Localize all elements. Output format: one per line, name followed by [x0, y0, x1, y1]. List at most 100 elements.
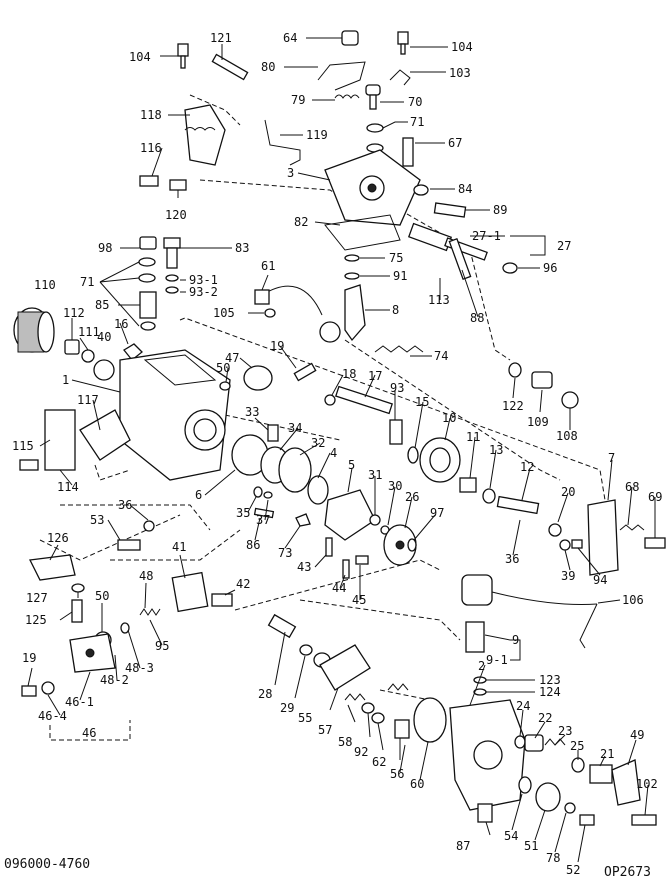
callout-7: 7 — [608, 451, 615, 465]
callout-93-1: 93-1 — [189, 273, 218, 287]
callout-12: 12 — [520, 460, 534, 474]
callout-127: 127 — [26, 591, 48, 605]
callout-6: 6 — [195, 488, 202, 502]
parts-artwork — [13, 30, 666, 826]
callout-32: 32 — [311, 436, 325, 450]
callout-18: 18 — [342, 367, 356, 381]
callout-2: 2 — [478, 659, 485, 673]
callout-75: 75 — [389, 251, 403, 265]
callout-31: 31 — [368, 468, 382, 482]
callout-87: 87 — [456, 839, 470, 853]
callout-21: 21 — [600, 747, 614, 761]
callout-46-1: 46-1 — [65, 695, 94, 709]
callout-79: 79 — [291, 93, 305, 107]
callout-80: 80 — [261, 60, 275, 74]
callout-50-a: 50 — [216, 361, 230, 375]
callout-48: 48 — [139, 569, 153, 583]
callout-119: 119 — [306, 128, 328, 142]
callout-51: 51 — [524, 839, 538, 853]
callout-35: 35 — [236, 506, 250, 520]
callout-47: 47 — [225, 351, 239, 365]
callout-19-b: 19 — [22, 651, 36, 665]
callout-40: 40 — [97, 330, 111, 344]
callout-115: 115 — [12, 439, 34, 453]
callout-91: 91 — [393, 269, 407, 283]
callout-49: 49 — [630, 728, 644, 742]
part-number-code: 096000-4760 — [4, 857, 90, 872]
callout-114: 114 — [57, 480, 79, 494]
callout-78: 78 — [546, 851, 560, 865]
callout-118: 118 — [140, 108, 162, 122]
callout-93-2: 93-2 — [189, 285, 218, 299]
callout-71-b: 71 — [80, 275, 94, 289]
callout-96: 96 — [543, 261, 557, 275]
callout-88: 88 — [470, 311, 484, 325]
callout-60: 60 — [410, 777, 424, 791]
callout-92: 92 — [354, 745, 368, 759]
callout-46: 46 — [82, 726, 96, 740]
drawing-reference-code: OP2673 — [604, 865, 651, 880]
callout-39: 39 — [561, 569, 575, 583]
callout-93-c: 93 — [390, 381, 404, 395]
callout-22: 22 — [538, 711, 552, 725]
callout-9: 9 — [512, 633, 519, 647]
callout-67: 67 — [448, 136, 462, 150]
callout-83: 83 — [235, 241, 249, 255]
callout-112: 112 — [63, 306, 85, 320]
callout-48-3: 48-3 — [125, 661, 154, 675]
callout-26: 26 — [405, 490, 419, 504]
callout-64: 64 — [283, 31, 297, 45]
callout-61: 61 — [261, 259, 275, 273]
callout-27: 27 — [557, 239, 571, 253]
callout-84: 84 — [458, 182, 472, 196]
callout-105: 105 — [213, 306, 235, 320]
callout-3: 3 — [287, 166, 294, 180]
callout-30: 30 — [388, 479, 402, 493]
callout-122: 122 — [502, 399, 524, 413]
assembly-guide-lines — [39, 94, 606, 741]
callout-98: 98 — [98, 241, 112, 255]
callout-50-b: 50 — [95, 589, 109, 603]
callout-8: 8 — [392, 303, 399, 317]
callout-52: 52 — [566, 863, 580, 877]
callout-103: 103 — [449, 66, 471, 80]
callout-48-2: 48-2 — [100, 673, 129, 687]
callout-117: 117 — [77, 393, 99, 407]
callout-86: 53 — [90, 513, 104, 527]
callout-16: 16 — [114, 317, 128, 331]
callout-34: 34 — [288, 421, 302, 435]
callout-104-a: 104 — [129, 50, 151, 64]
callout-111: 111 — [78, 325, 100, 339]
callout-74: 74 — [434, 349, 448, 363]
callout-94: 94 — [593, 573, 607, 587]
callout-10: 10 — [442, 411, 456, 425]
callout-46-4: 46-4 — [38, 709, 67, 723]
callout-42: 42 — [236, 577, 250, 591]
callout-55: 55 — [298, 711, 312, 725]
callout-36-a: 73 — [278, 546, 292, 560]
callout-36-b: 36 — [505, 552, 519, 566]
callout-102: 102 — [636, 777, 658, 791]
callout-37: 37 — [256, 513, 270, 527]
callout-labels: 104 121 64 104 80 103 79 70 118 119 71 6… — [12, 31, 662, 877]
callout-121: 121 — [210, 31, 232, 45]
callout-73: 86 — [246, 538, 260, 552]
callout-44: 44 — [332, 581, 346, 595]
callout-1: 1 — [62, 373, 69, 387]
callout-124: 124 — [539, 685, 561, 699]
callout-95: 95 — [155, 639, 169, 653]
callout-24: 24 — [516, 699, 530, 713]
callout-28: 28 — [258, 687, 272, 701]
callout-45: 45 — [352, 593, 366, 607]
callout-104-b: 104 — [451, 40, 473, 54]
callout-109: 109 — [527, 415, 549, 429]
callout-110: 110 — [34, 278, 56, 292]
callout-17: 17 — [368, 369, 382, 383]
callout-11: 11 — [466, 430, 480, 444]
callout-62: 62 — [372, 755, 386, 769]
callout-82: 82 — [294, 215, 308, 229]
callout-19-a: 19 — [270, 339, 284, 353]
callout-113: 113 — [428, 293, 450, 307]
callout-108: 108 — [556, 429, 578, 443]
callout-25: 25 — [570, 739, 584, 753]
